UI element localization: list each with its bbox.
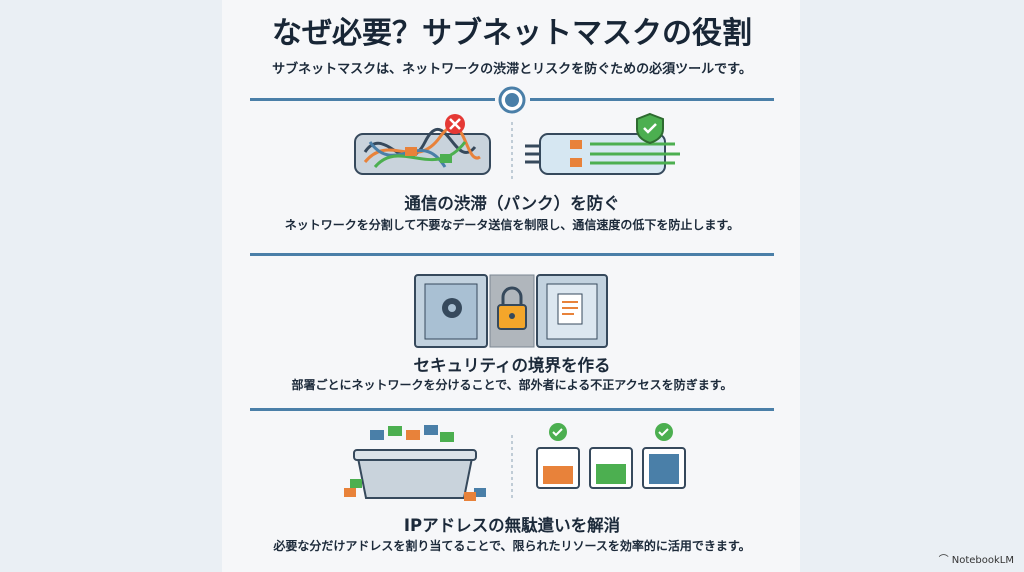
organized-pipe-icon <box>525 133 680 175</box>
shield-check-icon <box>636 112 664 145</box>
divider <box>530 98 774 101</box>
page-title: なぜ必要？サブネットマスクの役割 <box>272 16 752 51</box>
congestion-illustration <box>354 112 680 182</box>
checked-container-icon <box>536 423 686 489</box>
divider <box>250 408 774 411</box>
notebooklm-logo-icon: ⌒ <box>938 555 952 566</box>
divider <box>250 253 774 256</box>
section-heading: 通信の渋滞（パンク）を防ぐ <box>404 194 620 213</box>
gear-door-icon <box>414 274 488 348</box>
overflowing-bin-icon <box>344 425 486 501</box>
divider <box>250 98 495 101</box>
circle-node-icon <box>498 86 526 114</box>
section-description: 部署ごとにネットワークを分けることで、部外者による不正アクセスを防ぎます。 <box>291 378 733 392</box>
section-description: ネットワークを分割して不要なデータ送信を制限し、通信速度の低下を防止します。 <box>284 218 740 232</box>
section-heading: IPアドレスの無駄遣いを解消 <box>403 516 621 535</box>
section-heading: セキュリティの境界を作る <box>413 356 611 375</box>
section-description: 必要な分だけアドレスを割り当てることで、限られたリソースを効率的に活用できます。 <box>273 539 751 553</box>
document-door-icon <box>536 274 608 348</box>
tangled-cable-icon <box>354 125 491 175</box>
ip-address-illustration <box>344 423 686 501</box>
security-illustration <box>414 274 608 348</box>
page-subtitle: サブネットマスクは、ネットワークの渋滞とリスクを防ぐための必須ツールです。 <box>272 62 752 77</box>
padlock-wall-icon <box>497 286 527 330</box>
watermark: ⌒ NotebookLM <box>938 555 1014 566</box>
error-x-icon <box>445 114 465 134</box>
